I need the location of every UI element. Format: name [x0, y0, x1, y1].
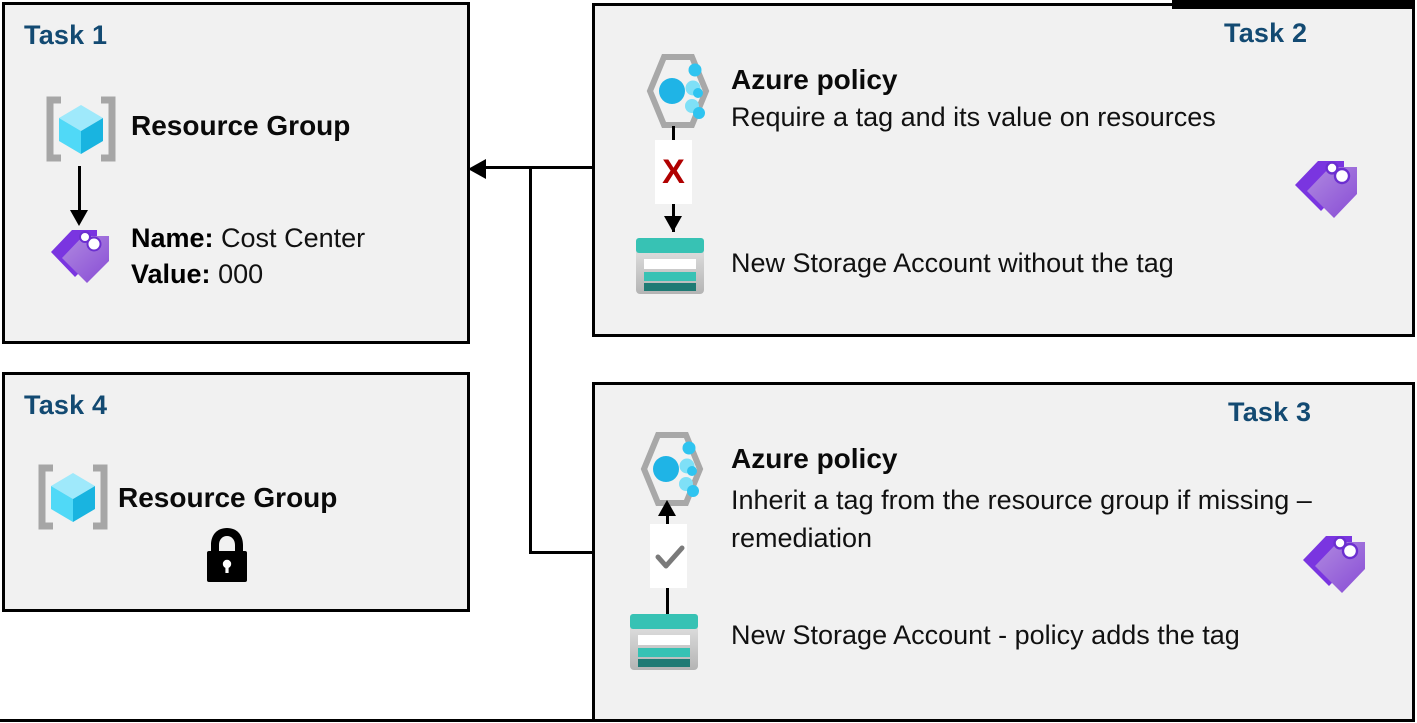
task-3-policy-description: Inherit a tag from the resource group if…	[731, 485, 1312, 554]
task-1-resource-group-label: Resource Group	[131, 110, 351, 141]
task-1-tag-name-key: Name:	[131, 223, 214, 253]
task-1-tag-value-row: Value: 000	[131, 256, 263, 292]
task-2-storage-label: New Storage Account without the tag	[731, 248, 1174, 278]
connector-task2-to-task1	[484, 166, 594, 169]
task-2-panel	[592, 3, 1415, 337]
tags-icon	[1300, 527, 1372, 595]
task-2-label: Task 2	[1224, 18, 1308, 48]
task-3-label: Task 3	[1228, 397, 1312, 427]
task-2-policy-description: Require a tag and its value on resources	[731, 102, 1216, 132]
task-3-policy-title: Azure policy	[731, 443, 898, 474]
connector-task3-to-riser	[529, 551, 594, 554]
arrow-down-icon	[70, 210, 88, 226]
connector-task3-riser	[529, 166, 532, 554]
check-mark-glyph	[655, 545, 684, 569]
arrow-down-icon	[664, 216, 682, 232]
task-1-tag-value-key: Value:	[131, 259, 211, 289]
resource-group-icon	[36, 462, 110, 532]
task-1-connector-line	[78, 166, 81, 214]
azure-policy-icon	[636, 52, 712, 130]
task-2-policy-title: Azure policy	[731, 64, 898, 95]
check-mark-icon	[650, 524, 687, 588]
task-1-tag-name-value: Cost Center	[221, 223, 366, 253]
tags-icon	[1292, 152, 1364, 220]
x-mark-glyph: X	[662, 153, 685, 191]
task-4-resource-group-label: Resource Group	[118, 482, 338, 513]
task-1-tag-name-row: Name: Cost Center	[131, 220, 365, 256]
canvas-bottom-rule	[0, 719, 592, 722]
tag-icon	[48, 222, 114, 284]
x-mark-icon: X	[655, 140, 692, 204]
arrow-left-icon	[468, 159, 486, 179]
task-1-panel	[2, 2, 470, 344]
task-1-label: Task 1	[24, 20, 108, 50]
azure-policy-icon	[630, 430, 706, 508]
resource-group-icon	[44, 94, 118, 164]
task-1-tag-value-value: 000	[218, 259, 264, 289]
task-3-storage-label: New Storage Account - policy adds the ta…	[731, 620, 1240, 650]
storage-account-icon	[633, 236, 707, 296]
task-4-label: Task 4	[24, 390, 108, 420]
task-2-top-accent-bar	[1172, 0, 1415, 9]
storage-account-icon	[627, 612, 701, 672]
task-3-panel	[592, 382, 1415, 722]
arrow-up-icon	[658, 500, 676, 516]
lock-icon	[200, 524, 254, 584]
